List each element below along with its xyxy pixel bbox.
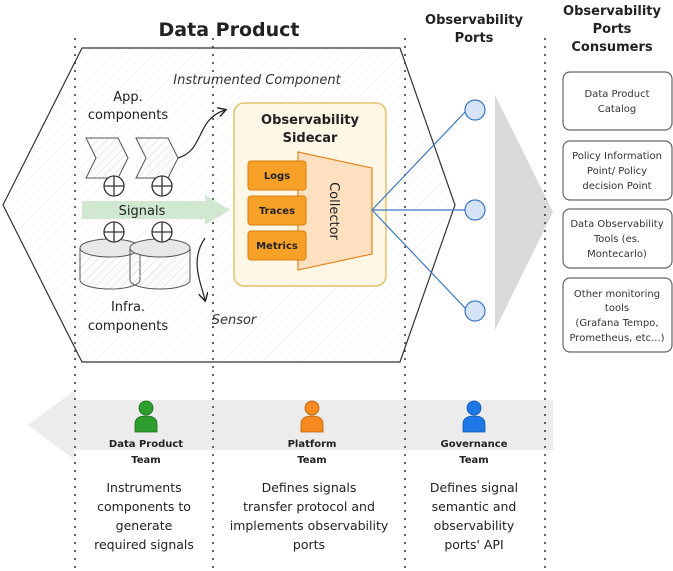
svg-text:Infra.: Infra. xyxy=(111,300,145,315)
svg-text:Logs: Logs xyxy=(264,171,290,182)
svg-text:Data Product: Data Product xyxy=(109,439,183,450)
sensor-arrow-up xyxy=(177,110,225,159)
svg-text:Governance: Governance xyxy=(440,439,507,450)
app-components-label: App. components xyxy=(88,90,169,123)
sensor-arrow-down xyxy=(196,237,205,300)
signals-band xyxy=(82,195,230,225)
svg-text:generate: generate xyxy=(116,518,173,533)
svg-text:Team: Team xyxy=(131,455,160,466)
svg-text:Defines signal: Defines signal xyxy=(430,480,518,495)
svg-text:Prometheus, etc...): Prometheus, etc...) xyxy=(569,333,664,344)
consumer-policy-point: Policy Information Point/ Policy decisio… xyxy=(562,140,673,201)
svg-text:tools: tools xyxy=(605,303,629,314)
governance-team-name: Governance Team xyxy=(440,439,507,466)
svg-text:Team: Team xyxy=(459,455,488,466)
port-connections xyxy=(371,110,467,310)
signals-label: Signals xyxy=(119,204,166,219)
svg-text:Montecarlo): Montecarlo) xyxy=(587,249,647,260)
connector-icons-app xyxy=(103,175,173,197)
data-product-team-person-icon xyxy=(134,400,158,433)
consumer-other-monitoring-tools: Other monitoring tools (Grafana Tempo, P… xyxy=(562,277,673,353)
sidecar-title: Observability Sidecar xyxy=(261,113,359,146)
svg-text:Observability: Observability xyxy=(261,113,359,128)
svg-text:Traces: Traces xyxy=(259,206,295,217)
svg-text:Platform: Platform xyxy=(288,439,337,450)
infra-components-label: Infra. components xyxy=(88,300,169,334)
sensor-label: Sensor xyxy=(212,313,258,328)
svg-text:Point/ Policy: Point/ Policy xyxy=(587,166,647,177)
svg-text:Ports: Ports xyxy=(455,31,494,46)
svg-text:observability: observability xyxy=(434,518,515,533)
collector-label: Collector xyxy=(326,182,341,240)
platform-team-person-icon xyxy=(300,400,324,433)
governance-team-person-icon xyxy=(462,400,486,433)
svg-text:Data Product: Data Product xyxy=(584,89,649,100)
governance-team-description: Defines signal semantic and observabilit… xyxy=(430,480,518,552)
teams-flow-arrow xyxy=(28,390,553,460)
svg-text:components: components xyxy=(88,108,169,123)
svg-text:Observability: Observability xyxy=(563,4,661,19)
svg-text:components: components xyxy=(88,319,169,334)
platform-team-name: Platform Team xyxy=(288,439,337,466)
svg-text:Tools (es.: Tools (es. xyxy=(593,234,640,245)
consumer-data-product-catalog: Data Product Catalog xyxy=(562,71,673,131)
svg-text:Observability: Observability xyxy=(425,13,523,28)
svg-text:Catalog: Catalog xyxy=(598,104,636,115)
data-product-team-name: Data Product Team xyxy=(109,439,183,466)
svg-text:Instruments: Instruments xyxy=(106,480,181,495)
svg-text:Defines signals: Defines signals xyxy=(262,480,357,495)
consumers-heading: Observability Ports Consumers xyxy=(563,4,661,55)
infra-component-cylinders xyxy=(79,238,191,290)
svg-text:Policy Information: Policy Information xyxy=(572,151,662,162)
column-separators xyxy=(74,38,546,571)
svg-text:ports' API: ports' API xyxy=(444,537,503,552)
data-product-team-description: Instruments components to generate requi… xyxy=(94,480,194,552)
observability-port-icons xyxy=(464,99,486,322)
connector-icons-infra xyxy=(103,221,173,243)
svg-text:App.: App. xyxy=(113,90,143,105)
svg-text:required signals: required signals xyxy=(94,537,194,552)
ports-heading: Observability Ports xyxy=(425,13,523,46)
consumer-data-observability-tools: Data Observability Tools (es. Montecarlo… xyxy=(562,208,673,269)
instrumented-component-label: Instrumented Component xyxy=(173,73,341,88)
svg-text:Consumers: Consumers xyxy=(571,40,652,55)
signal-traces-box: Traces xyxy=(247,195,307,226)
svg-text:Metrics: Metrics xyxy=(256,241,298,252)
svg-text:ports: ports xyxy=(293,537,325,552)
svg-text:semantic and: semantic and xyxy=(432,499,517,514)
svg-text:Other monitoring: Other monitoring xyxy=(574,289,660,300)
platform-team-description: Defines signals transfer protocol and im… xyxy=(230,480,389,552)
svg-text:decision Point: decision Point xyxy=(582,181,651,192)
svg-text:Ports: Ports xyxy=(593,22,632,37)
svg-text:Team: Team xyxy=(297,455,326,466)
signal-logs-box: Logs xyxy=(247,160,307,191)
svg-text:transfer protocol and: transfer protocol and xyxy=(243,499,375,514)
svg-text:implements observability: implements observability xyxy=(230,518,389,533)
svg-text:components to: components to xyxy=(97,499,191,514)
svg-text:(Grafana Tempo,: (Grafana Tempo, xyxy=(575,318,658,329)
page-title: Data Product xyxy=(159,19,300,41)
svg-text:Data Observability: Data Observability xyxy=(570,219,663,230)
signal-metrics-box: Metrics xyxy=(247,230,307,261)
ports-flow-arrow xyxy=(495,95,553,330)
svg-text:Sidecar: Sidecar xyxy=(283,131,338,146)
